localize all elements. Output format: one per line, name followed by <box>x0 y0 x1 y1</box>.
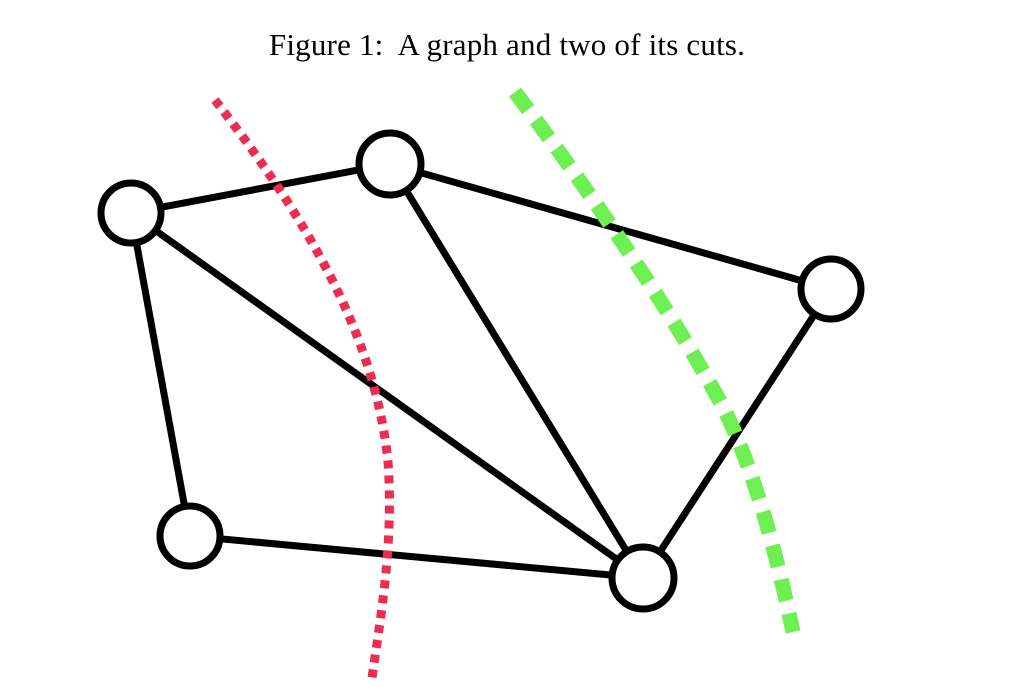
edge-v1-v4 <box>132 238 189 511</box>
green-dashed-cut-curve <box>509 87 801 634</box>
edge-layer <box>132 166 819 579</box>
graph-node-v3[interactable] <box>797 255 865 323</box>
cut-layer <box>211 87 801 679</box>
edge-v2-v3 <box>415 168 807 285</box>
red-dotted-cut-curve <box>211 97 394 679</box>
edge-v4-v5 <box>215 535 617 579</box>
edge-v3-v5 <box>655 309 819 557</box>
node-layer <box>97 129 865 613</box>
edge-v2-v5 <box>402 186 631 556</box>
graph-node-v1[interactable] <box>97 179 165 247</box>
edge-v1-v5 <box>151 226 623 565</box>
graph-node-v2[interactable] <box>355 129 425 199</box>
figure-caption: Figure 1: A graph and two of its cuts. <box>268 27 746 62</box>
graph-node-v4[interactable] <box>156 502 224 570</box>
edge-v1-v2 <box>155 166 365 212</box>
graph-node-v5[interactable] <box>608 543 678 613</box>
